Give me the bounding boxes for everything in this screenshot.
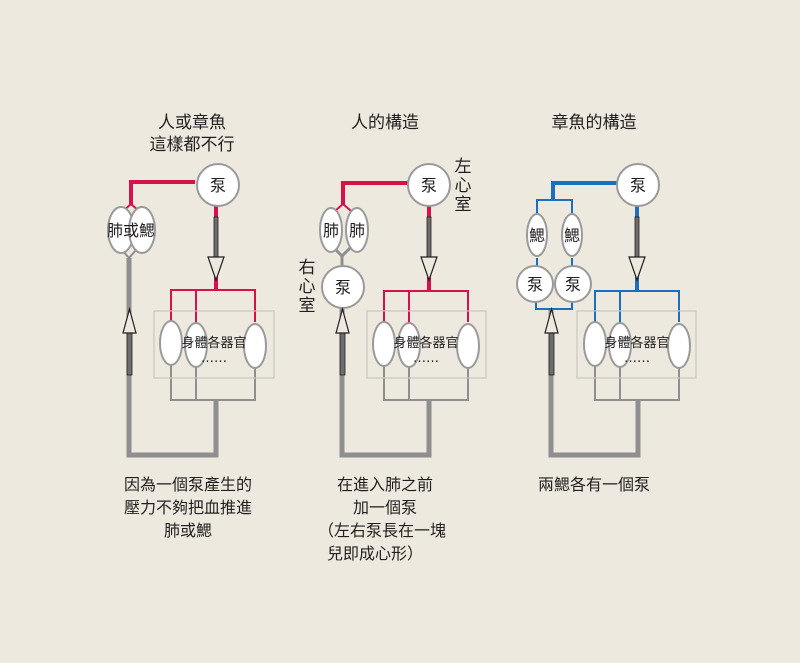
left-pump-label: 泵 [421,176,437,195]
organ-ellipse [372,321,396,367]
side-label-char: 室 [299,296,316,316]
side-label-char: 心 [299,277,316,297]
organ-return-lines [383,362,469,401]
caption-line: 肺或鰓 [164,521,212,540]
gill-ellipse [561,213,583,257]
return-vein [339,303,432,458]
side-label-char: 心 [455,176,472,196]
gill-label: 鰓 [564,226,580,245]
pump-node [196,163,240,207]
panel-title-line: 人或章魚 [158,113,226,133]
organ-ellipse [243,323,267,369]
flow-down-arrow-icon [628,216,646,282]
gill-pumps-join [535,302,573,310]
organ-ellipse [184,322,208,368]
flow-up-arrow-icon [122,306,137,376]
pump-label: 泵 [630,176,646,195]
left-ventricle-label: 左 心 室 [455,157,472,215]
pump-to-lung-artery [341,181,408,205]
side-label-char: 右 [299,258,316,278]
caption-line: 兩鰓各有一個泵 [538,475,650,494]
pump-to-lung-artery [129,180,195,205]
panel-title: 人的構造 [351,113,419,133]
gill-pump-label: 泵 [565,275,581,294]
panel-human: 人的構造 身體各器官 …… 肺 肺 泵 右 心 室 泵 左 [299,113,487,563]
pump-label: 泵 [210,176,226,195]
caption-line: 壓力不夠把血推進 [124,498,252,517]
caption-line: 因為一個泵產生的 [124,475,252,494]
panel-octopus: 章魚的構造 身體各器官 …… 鰓 鰓 泵 泵 泵 [516,113,697,494]
lung-ellipse [345,207,369,253]
lung-split [334,203,352,212]
organs-box [366,310,487,379]
organs-ellipsis: …… [624,351,650,366]
organ-return-lines [170,362,256,401]
organ-ellipse [456,323,480,369]
panel-title: 章魚的構造 [552,113,637,133]
organ-ellipse [608,322,632,368]
side-label-char: 室 [455,195,472,215]
pump-node [616,163,660,207]
gill-label: 鰓 [529,226,545,245]
organs-box [153,310,275,379]
body-distribution [594,290,680,325]
lung-ellipse [319,207,343,253]
flow-up-arrow-icon [544,306,559,376]
lung-or-gill-label: 肺或鰓 [107,221,155,240]
pump-to-gill-artery [551,181,617,200]
organ-ellipse [397,322,421,368]
organ-ellipse [667,323,691,369]
lung-or-gill-ellipse [128,206,156,254]
gill-to-pump-links [536,258,573,266]
gill-pump-node [516,265,554,303]
panel-title-line: 這樣都不行 [150,135,235,155]
gill-ellipse [526,213,548,257]
left-pump-node [407,163,451,207]
organs-label: 身體各器官 [393,335,458,351]
organs-ellipsis: …… [201,351,227,366]
caption-line: （左右泵長在一塊 [318,521,446,540]
organs-label: 身體各器官 [181,335,246,351]
side-label-char: 左 [455,157,472,177]
organ-ellipse [159,320,183,366]
right-pump-node [321,265,365,309]
organs-box [576,310,697,379]
flow-up-arrow-icon [335,306,350,376]
flow-down-arrow-icon [207,216,225,282]
organ-ellipse [583,321,607,367]
organs-label: 身體各器官 [604,335,669,351]
lung-label: 肺 [323,221,339,240]
body-distribution [170,289,256,325]
organs-ellipsis: …… [413,351,439,366]
gill-pump-node [554,265,592,303]
organ-return-lines [594,362,680,401]
caption-line: 加一個泵 [353,498,417,517]
lung-label: 肺 [349,221,365,240]
panel-neither: 人或章魚 這樣都不行 身體各器官 …… 肺或鰓 泵 [107,113,275,540]
caption-line: 兒即成心形） [327,544,423,563]
gill-pump-label: 泵 [527,275,543,294]
return-vein [548,308,641,458]
caption-line: 在進入肺之前 [337,475,433,494]
body-distribution [383,290,469,325]
right-pump-label: 泵 [335,278,351,297]
right-ventricle-label: 右 心 室 [299,258,316,316]
flow-down-arrow-icon [420,216,438,282]
gill-split [536,199,573,220]
